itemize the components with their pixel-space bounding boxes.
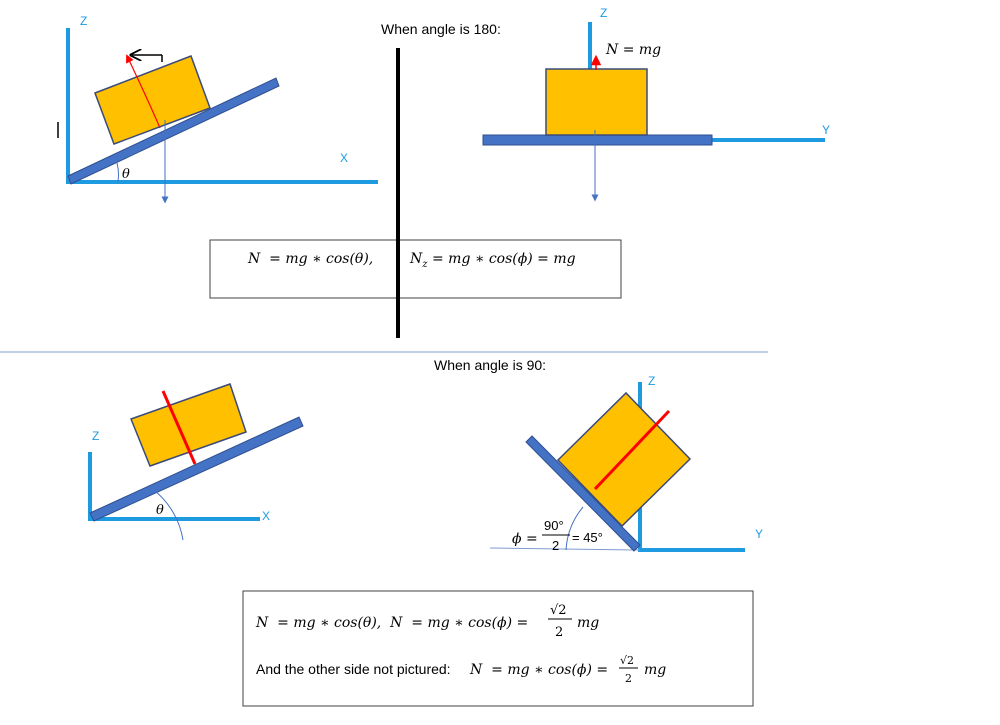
forty-five-degree-label: = 45° bbox=[572, 530, 603, 545]
headline-180: When angle is 180: bbox=[381, 21, 501, 37]
z-axis-label: Z bbox=[92, 429, 99, 443]
equation-normal-incline: N = mg ∗ cos(θ), bbox=[247, 251, 373, 267]
equation-line-1: N = mg ∗ cos(θ), N = mg ∗ cos(ϕ) = bbox=[255, 615, 528, 631]
x-axis-label: X bbox=[262, 509, 270, 523]
baseline bbox=[489, 547, 641, 551]
y-axis-label: Y bbox=[822, 123, 830, 137]
z-axis-label: Z bbox=[80, 14, 87, 28]
theta-label: θ bbox=[122, 167, 130, 182]
fraction-denominator: 2 bbox=[552, 538, 559, 553]
normal-force-arrow bbox=[126, 54, 161, 129]
x-axis-label: X bbox=[340, 151, 348, 165]
bottom-left-incline-diagram: Z X θ bbox=[88, 383, 304, 541]
block bbox=[130, 383, 247, 467]
y-axis-label: Y bbox=[755, 527, 763, 541]
z-axis-label: Z bbox=[648, 374, 655, 388]
z-axis-label: Z bbox=[600, 6, 607, 20]
equation-box-frame bbox=[209, 239, 622, 299]
inclined-plane bbox=[525, 435, 641, 552]
red-normal-line bbox=[593, 409, 671, 491]
equation-line-2-denominator: 2 bbox=[625, 672, 632, 685]
top-right-flat-diagram: Z Y N = mg bbox=[482, 6, 830, 202]
equation-line-1-numerator: √2 bbox=[550, 603, 567, 618]
phi-label: ϕ = bbox=[512, 531, 538, 547]
inclined-plane bbox=[67, 77, 280, 185]
red-normal-line bbox=[161, 390, 197, 465]
headline-90: When angle is 90: bbox=[434, 357, 546, 373]
angle-arc bbox=[565, 506, 584, 551]
equation-line-2-math: N = mg ∗ cos(ϕ) = bbox=[469, 662, 608, 678]
equation-line-2-numerator: √2 bbox=[620, 654, 634, 667]
block bbox=[94, 55, 211, 145]
equation-normal-flat: Nz = mg ∗ cos(ϕ) = mg bbox=[409, 251, 576, 270]
equation-line-1-denominator: 2 bbox=[555, 625, 563, 640]
equation-line-2-mg: mg bbox=[644, 662, 666, 678]
flat-surface bbox=[482, 134, 713, 146]
equation-box-frame bbox=[242, 590, 754, 707]
equation-line-2-text: And the other side not pictured: bbox=[256, 661, 451, 677]
top-left-incline-diagram: Z X θ bbox=[57, 14, 378, 204]
inclined-plane bbox=[89, 416, 304, 522]
bottom-right-45-diagram: Z Y ϕ = 90° 2 = 45° bbox=[489, 374, 763, 553]
angle-arc bbox=[114, 156, 119, 183]
bottom-equation-box: N = mg ∗ cos(θ), N = mg ∗ cos(ϕ) = √2 2 … bbox=[242, 590, 754, 707]
fraction-numerator: 90° bbox=[544, 518, 564, 533]
angle-arc bbox=[154, 490, 184, 541]
top-equation-box: N = mg ∗ cos(θ), Nz = mg ∗ cos(ϕ) = mg bbox=[209, 239, 622, 299]
normal-force-label: N = mg bbox=[605, 42, 661, 58]
block bbox=[545, 68, 648, 136]
theta-label: θ bbox=[156, 503, 164, 518]
equation-line-1-mg: mg bbox=[577, 615, 599, 631]
